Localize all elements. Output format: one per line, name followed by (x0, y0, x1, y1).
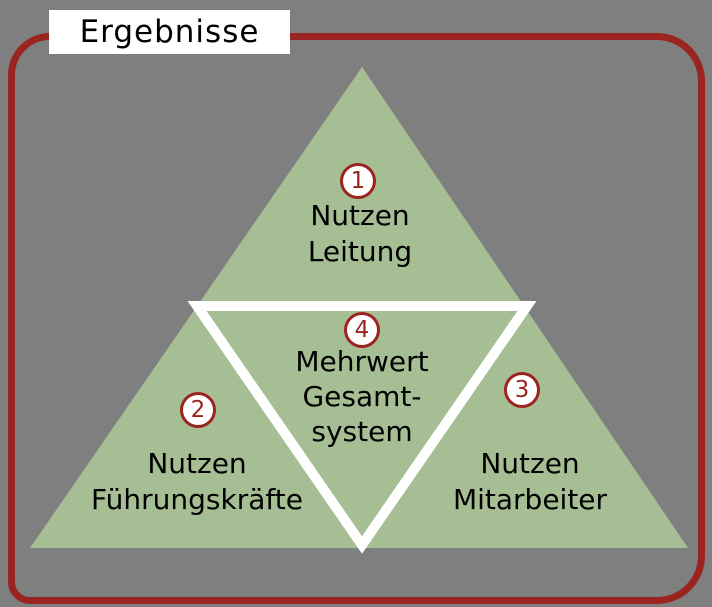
title-box: Ergebnisse (49, 10, 290, 54)
section-2-label: Nutzen Führungskräfte (47, 446, 347, 518)
inner-triangle-outline (187, 301, 537, 554)
section-4-label-line1: Mehrwert (295, 345, 429, 378)
section-4-label: Mehrwert Gesamt- system (252, 344, 472, 449)
section-1-label-line2: Leitung (307, 235, 413, 268)
section-2-number: 2 (190, 397, 206, 423)
section-2-label-line2: Führungskräfte (91, 483, 303, 516)
section-3-number: 3 (514, 377, 530, 403)
section-4-number: 4 (354, 317, 370, 343)
section-1-label: Nutzen Leitung (230, 198, 490, 270)
section-4-badge: 4 (344, 312, 380, 348)
section-2-label-line1: Nutzen (147, 447, 247, 480)
section-3-label-line2: Mitarbeiter (452, 483, 608, 516)
section-1-badge: 1 (340, 163, 376, 199)
section-3-label: Nutzen Mitarbeiter (400, 446, 660, 518)
section-4-label-line3: system (311, 415, 413, 448)
section-3-label-line1: Nutzen (480, 447, 580, 480)
section-2-badge: 2 (180, 392, 216, 428)
page-title: Ergebnisse (79, 14, 260, 50)
section-1-label-line1: Nutzen (310, 199, 410, 232)
rounded-frame-border (8, 33, 705, 604)
section-4-label-line2: Gesamt- (302, 380, 422, 413)
section-1-number: 1 (350, 168, 366, 194)
section-3-badge: 3 (504, 372, 540, 408)
